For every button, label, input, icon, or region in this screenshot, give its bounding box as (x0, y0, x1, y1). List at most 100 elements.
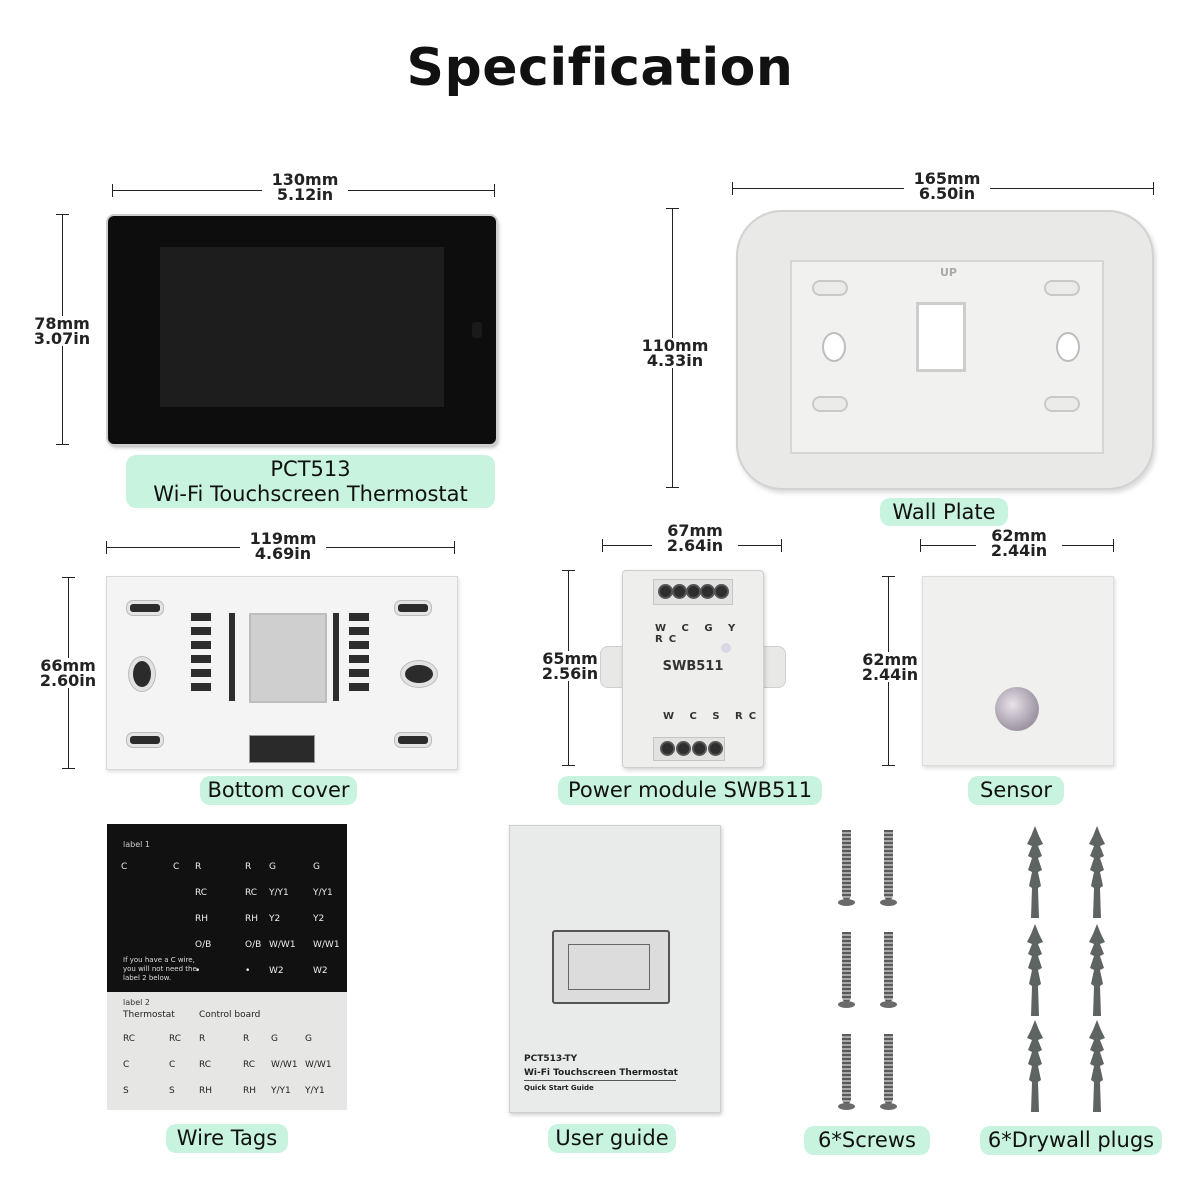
cover-rail-left (229, 613, 235, 701)
tag-cell: C (121, 862, 128, 872)
tag-cell: C (123, 1060, 130, 1070)
tag-cell: C (169, 1060, 176, 1070)
bottom-cover-width-dim: 119mm 4.69in (240, 529, 326, 562)
tag-cell: RH (195, 914, 209, 924)
cover-terminal-block-right (349, 613, 369, 697)
label1-row: RH RH Y2 Y2 (121, 906, 341, 932)
bottom-cover-width-mm: 119mm (249, 529, 317, 548)
power-module-width-mm: 67mm (667, 521, 723, 540)
plate-slot-br (1044, 396, 1080, 412)
tag-cell: R (195, 862, 202, 872)
wall-plate-width-mm: 165mm (913, 169, 981, 188)
user-guide-booklet: PCT513-TY Wi-Fi Touchscreen Thermostat Q… (509, 825, 721, 1113)
screw (880, 1034, 897, 1110)
bottom-cover-device (106, 576, 458, 770)
thermostat-description: Wi-Fi Touchscreen Thermostat (153, 482, 468, 506)
up-mark: UP (940, 266, 957, 279)
wall-plate-label: Wall Plate (880, 498, 1008, 526)
page-title: Specification (406, 38, 794, 98)
guide-product: Wi-Fi Touchscreen Thermostat (524, 1068, 678, 1078)
thermostat-model: PCT513 (270, 457, 351, 481)
cover-rail-right (333, 613, 339, 701)
drywall-plug (1089, 1020, 1105, 1112)
sensor-height-dim: 62mm 2.44in (852, 652, 928, 683)
tag-cell: W2 (269, 966, 284, 976)
terminal (700, 584, 715, 599)
cover-hole-right (401, 661, 437, 687)
tag-cell: RC (169, 1034, 182, 1044)
tag-cell: C (173, 862, 180, 872)
drywall-plug (1027, 826, 1043, 918)
guide-model: PCT513-TY (524, 1054, 578, 1064)
tag-cell: Y/Y1 (269, 888, 289, 898)
label1-row: C C R R G G (121, 854, 341, 880)
bottom-cover-height-dim: 66mm 2.60in (28, 658, 108, 690)
drywall-plug (1027, 924, 1043, 1016)
terminal (692, 741, 707, 756)
tag-cell: RC (199, 1060, 212, 1070)
tag-cell: RH (243, 1086, 257, 1096)
thermostat-height-mm: 78mm (34, 314, 90, 333)
tag-cell: RC (245, 888, 258, 898)
plate-hole-right (1056, 332, 1080, 362)
wall-plate-height-in: 4.33in (646, 351, 704, 370)
label2-row: S S RH RH Y/Y1 Y/Y1 (123, 1078, 343, 1104)
module-top-terminal-strip (653, 579, 733, 605)
power-module-height-dim: 65mm 2.56in (532, 651, 608, 683)
terminal (676, 741, 691, 756)
label2-title: label 2 (123, 998, 150, 1007)
tag-cell: G (269, 862, 276, 872)
tag-cell: W/W1 (313, 940, 340, 950)
tag-cell: Y/Y1 (271, 1086, 291, 1096)
wire-tags-label: Wire Tags (166, 1124, 288, 1153)
tag-cell: G (305, 1034, 312, 1044)
cover-terminal-block-left (191, 613, 211, 697)
thermostat-width-in: 5.12in (276, 185, 334, 204)
label2-area: label 2 Thermostat Control board RC RC R… (107, 992, 347, 1110)
drywall-plug (1089, 924, 1105, 1016)
tag-cell: Y2 (269, 914, 281, 924)
plate-hole-left (822, 332, 846, 362)
power-module-height-in: 2.56in (541, 664, 599, 683)
tag-cell: RH (199, 1086, 213, 1096)
cover-connector (249, 735, 315, 763)
tag-cell: Y/Y1 (305, 1086, 325, 1096)
wall-plate-width-dim: 165mm 6.50in (904, 169, 990, 202)
tag-cell: RC (243, 1060, 256, 1070)
thermostat-height-in: 3.07in (33, 329, 91, 348)
thermostat-touch-button (472, 322, 482, 338)
label2-header-right: Control board (199, 1010, 261, 1020)
cover-center-window (249, 613, 327, 703)
screw (838, 1034, 855, 1110)
tag-cell: O/B (245, 940, 262, 950)
label2-row: C C RC RC W/W1 W/W1 (123, 1052, 343, 1078)
tag-cell: Y2 (313, 914, 325, 924)
sensor-width-in: 2.44in (990, 541, 1048, 560)
cover-slot-bl (127, 733, 163, 747)
label1-row: RC RC Y/Y1 Y/Y1 (121, 880, 341, 906)
sensor-device (922, 576, 1114, 766)
power-module-width-in: 2.64in (666, 536, 724, 555)
power-module-width-dim: 67mm 2.64in (652, 521, 738, 555)
tag-cell: Y/Y1 (313, 888, 333, 898)
plate-slot-bl (812, 396, 848, 412)
user-guide-label: User guide (548, 1124, 676, 1153)
thermostat-width-dim: 130mm 5.12in (262, 172, 348, 204)
wall-plate-height-dim: 110mm 4.33in (632, 338, 718, 370)
guide-device-drawing (552, 930, 670, 1004)
module-led (721, 643, 731, 653)
sensor-lens (995, 687, 1039, 731)
terminal (660, 741, 675, 756)
guide-device-screen (568, 944, 650, 990)
screw (838, 830, 855, 906)
tag-cell: RC (195, 888, 208, 898)
tag-cell: G (271, 1034, 278, 1044)
cover-slot-br (395, 733, 431, 747)
bottom-cover-label: Bottom cover (200, 776, 357, 805)
tag-cell: G (313, 862, 320, 872)
tag-cell: • (245, 966, 251, 976)
module-top-terminal-labels: W C G Y RC (655, 623, 742, 645)
sensor-label: Sensor (968, 776, 1064, 805)
bottom-cover-height-in: 2.60in (39, 671, 97, 690)
tag-cell: O/B (195, 940, 212, 950)
